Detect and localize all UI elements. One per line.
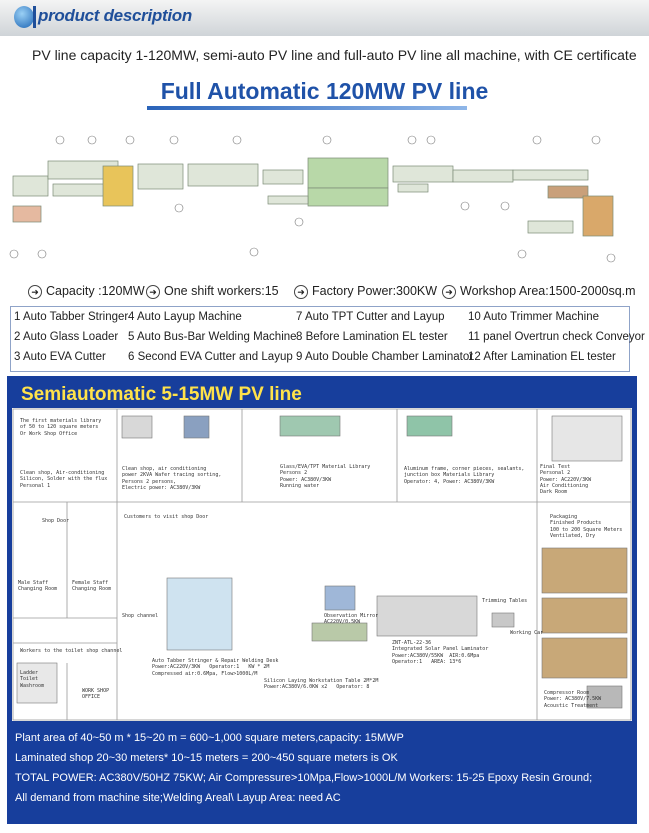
note-plant-area: Plant area of 40~50 m * 15~20 m = 600~1,… <box>15 732 404 744</box>
semi-line-heading: Semiautomatic 5-15MW PV line <box>21 384 302 405</box>
tabber-stringer-label: Auto Tabber Stringer & Repair Welding De… <box>152 658 279 677</box>
note-laminated-shop: Laminated shop 20~30 meters* 10~15 meter… <box>15 752 398 764</box>
machine-list: 1 Auto Tabber Stringer 4 Auto Layup Mach… <box>10 306 645 372</box>
bullet-icon <box>14 6 34 28</box>
observation-mirror-label: Observation Mirror AC220V/0.5KW <box>324 613 379 626</box>
first-library-label: The first materials library of 50 to 120… <box>20 418 102 437</box>
machine-item: 6 Second EVA Cutter and Layup <box>128 351 293 363</box>
full-line-heading: Full Automatic 120MW PV line <box>160 78 489 104</box>
glass-library-label: Glass/EVA/TPT Material Library Persons 2… <box>280 464 371 489</box>
machine-item: 9 Auto Double Chamber Laminator <box>296 351 474 363</box>
machine-item: 11 panel Overtrun check Conveyor <box>468 331 645 343</box>
machine-item: 8 Before Lamination EL tester <box>296 331 448 343</box>
fact-area: ➜ Workshop Area:1500-2000sq.m <box>442 284 636 299</box>
clean-shop-label: Clean shop, Air-conditioning Silicon, So… <box>20 470 108 489</box>
capacity-subtitle: PV line capacity 1-120MW, semi-auto PV l… <box>32 47 637 63</box>
male-staff-room-label: Male Staff Changing Room <box>18 580 58 593</box>
trimming-tables-label: Trimming Tables <box>482 598 528 604</box>
banner-title: product description <box>38 6 192 25</box>
compressor-room-label: Compressor Room Power: AC380V/7.5KW Acou… <box>544 690 602 709</box>
clean-shop-2-label: Clean shop, air conditioning power 2KVA … <box>122 466 222 491</box>
note-demand: All demand from machine site;Welding Are… <box>15 792 341 804</box>
arrow-circle-icon: ➜ <box>442 284 456 299</box>
semi-auto-panel: Semiautomatic 5-15MW PV line <box>7 376 637 824</box>
fact-label: Capacity :120MW <box>46 284 145 298</box>
shop-channel-label: Shop channel <box>122 613 159 619</box>
machine-item: 1 Auto Tabber Stringer <box>14 311 129 323</box>
note-total-power: TOTAL POWER: AC380V/50HZ 75KW; Air Compr… <box>15 772 593 784</box>
floor-plan: The first materials library of 50 to 120… <box>12 408 632 721</box>
heading-underline <box>147 106 467 110</box>
workshop-office-label: WORK SHOP OFFICE <box>82 688 110 701</box>
machine-item: 3 Auto EVA Cutter <box>14 351 106 363</box>
fact-workers: ➜ One shift workers:15 <box>146 284 279 299</box>
header-banner: product description <box>0 0 649 36</box>
ladder-toilet-label: Ladder Toilet Washroom <box>20 670 45 689</box>
floor-plan-outline <box>12 408 632 721</box>
female-staff-room-label: Female Staff Changing Room <box>72 580 112 593</box>
workers-toilet-label: Workers to the toilet shop channel <box>20 648 123 654</box>
laying-workstation-label: Silicon Laying Workstation Table 2M*2M P… <box>264 678 379 691</box>
machine-item: 7 Auto TPT Cutter and Layup <box>296 311 445 323</box>
fact-label: Factory Power:300KW <box>312 284 438 298</box>
arrow-circle-icon: ➜ <box>146 284 160 299</box>
arrow-circle-icon: ➜ <box>28 284 42 299</box>
laminator-label: ZNT-ATL-22-36 Integrated Solar Panel Lam… <box>392 640 489 665</box>
full-line-layout-diagram <box>9 135 616 263</box>
machine-item: 12 After Lamination EL tester <box>468 351 616 363</box>
machine-item: 2 Auto Glass Loader <box>14 331 119 343</box>
fact-power: ➜ Factory Power:300KW <box>294 284 437 299</box>
shop-door-label: Shop Door <box>42 518 70 524</box>
packaging-label: Packaging Finished Products 100 to 200 S… <box>550 514 623 539</box>
working-car-label: Working Car <box>510 630 544 636</box>
machine-item: 10 Auto Trimmer Machine <box>468 311 600 323</box>
fact-capacity: ➜ Capacity :120MW <box>28 284 145 299</box>
machine-item: 4 Auto Layup Machine <box>128 311 242 323</box>
fact-label: One shift workers:15 <box>164 284 279 298</box>
banner-divider <box>33 6 36 28</box>
final-test-label: Final Test Personal 2 Power: AC220V/3KW … <box>540 464 592 495</box>
aluminum-frame-label: Aluminum frame, corner pieces, sealants,… <box>404 466 525 485</box>
fact-label: Workshop Area:1500-2000sq.m <box>460 284 636 298</box>
machine-item: 5 Auto Bus-Bar Welding Machine <box>128 331 297 343</box>
customers-door-label: Customers to visit shop Door <box>124 514 209 520</box>
arrow-circle-icon: ➜ <box>294 284 308 299</box>
